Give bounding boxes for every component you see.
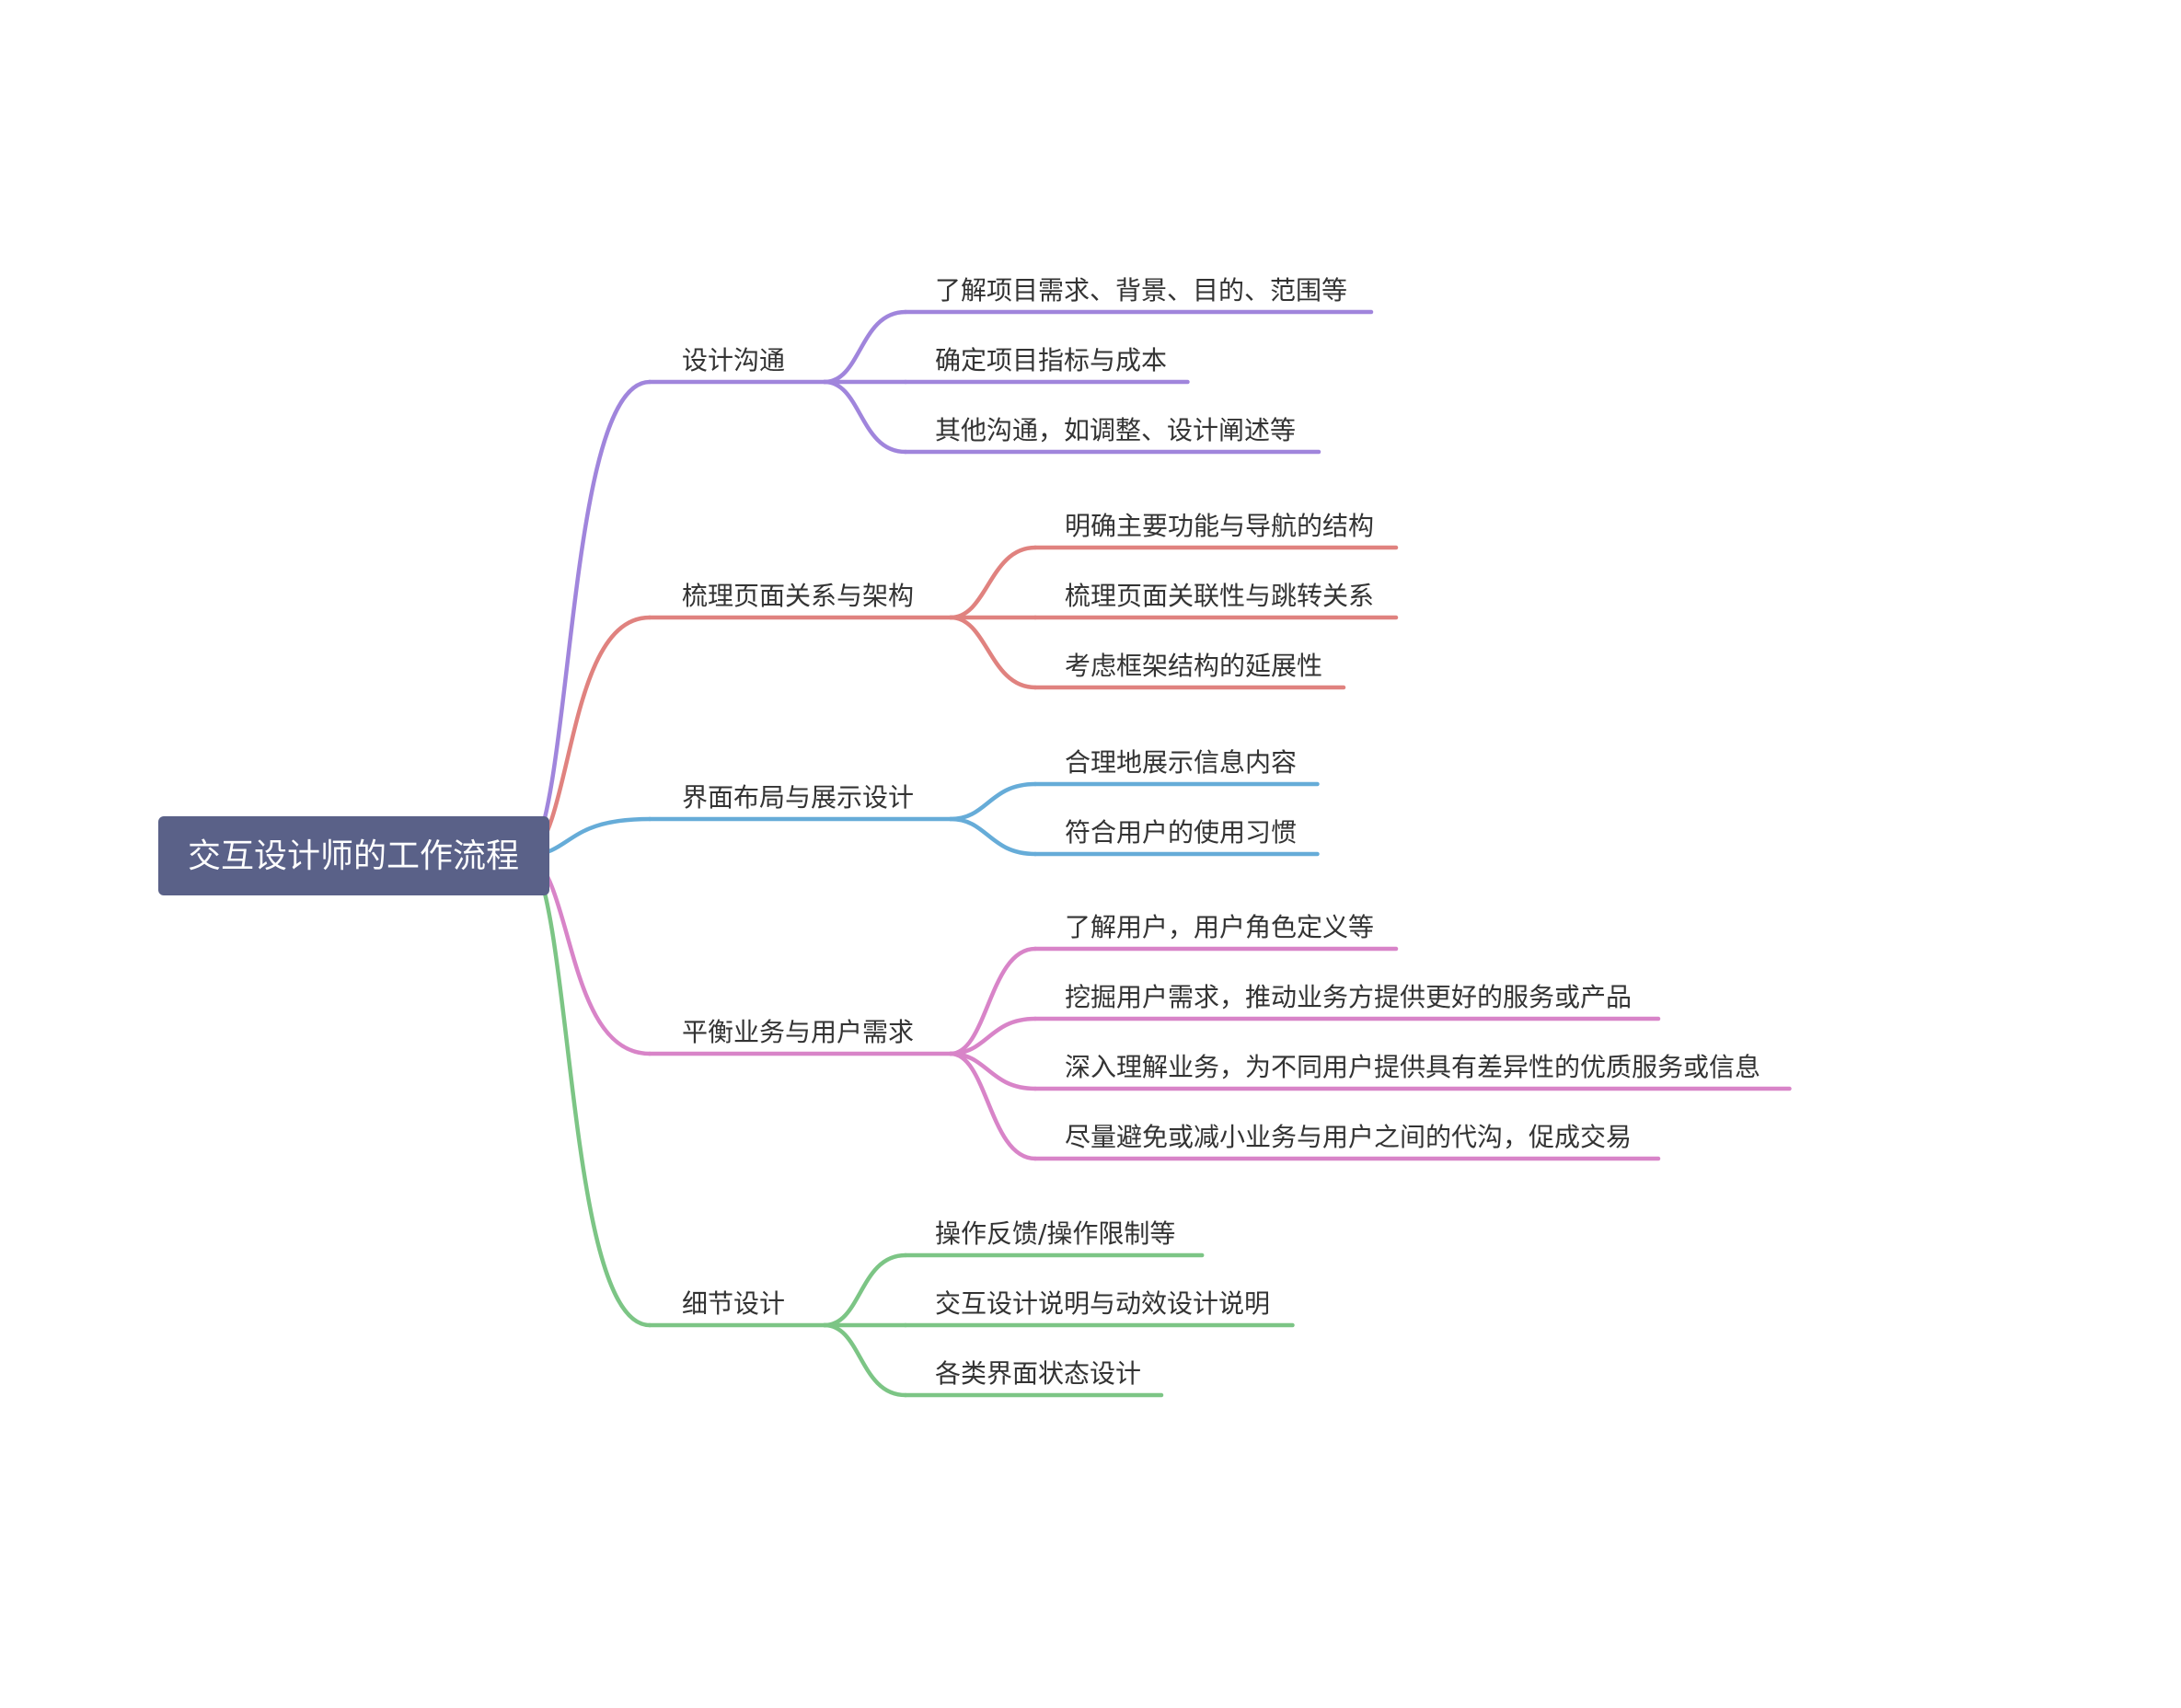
child-connector: [822, 309, 908, 385]
child-node-label[interactable]: 挖掘用户需求，推动业务方提供更好的服务或产品: [1065, 982, 1632, 1012]
child-connector: [948, 545, 1038, 620]
child-node-label[interactable]: 其他沟通，如调整、设计阐述等: [935, 415, 1296, 445]
child-connector: [948, 615, 1038, 690]
child-node-label[interactable]: 合理地展示信息内容: [1065, 747, 1297, 778]
root-node-label: 交互设计师的工作流程: [188, 837, 519, 875]
child-node-label[interactable]: 考虑框架结构的延展性: [1065, 651, 1322, 681]
branch-connector: [529, 853, 652, 1056]
child-connector: [822, 1252, 908, 1328]
child-node-label[interactable]: 确定项目指标与成本: [935, 345, 1167, 375]
child-node-label[interactable]: 交互设计说明与动效设计说明: [935, 1288, 1270, 1319]
child-connector: [948, 781, 1038, 822]
child-node-label[interactable]: 梳理页面关联性与跳转关系: [1065, 581, 1374, 611]
branch-node-label[interactable]: 平衡业务与用户需求: [682, 1017, 914, 1047]
child-node-label[interactable]: 操作反馈/操作限制等: [935, 1218, 1175, 1249]
node-layer: 设计沟通 了解项目需求、背景、目的、范围等确定项目指标与成本其他沟通，如调整、设计…: [682, 275, 1760, 1389]
branch-connector: [529, 853, 652, 1328]
root-node[interactable]: 交互设计师的工作流程: [158, 816, 549, 895]
child-node-label[interactable]: 明确主要功能与导航的结构: [1065, 511, 1374, 541]
child-connector: [948, 946, 1038, 1056]
connector-layer: [529, 309, 1792, 1398]
child-node-label[interactable]: 尽量避免或减小业务与用户之间的代沟，促成交易: [1065, 1122, 1632, 1152]
child-node-label[interactable]: 各类界面状态设计: [935, 1358, 1141, 1389]
child-connector: [822, 379, 908, 455]
branch-node-label[interactable]: 设计沟通: [682, 345, 785, 375]
child-node-label[interactable]: 了解项目需求、背景、目的、范围等: [935, 275, 1347, 306]
branch-node-label[interactable]: 细节设计: [682, 1288, 785, 1319]
child-connector: [948, 1051, 1038, 1161]
root-node-box: [158, 816, 549, 895]
child-node-label[interactable]: 符合用户的使用习惯: [1065, 817, 1297, 848]
child-connector: [822, 1322, 908, 1398]
branch-node-label[interactable]: 梳理页面关系与架构: [682, 581, 914, 611]
branch-node-label[interactable]: 界面布局与展示设计: [682, 782, 914, 813]
child-node-label[interactable]: 了解用户，用户角色定义等: [1065, 912, 1374, 942]
child-connector: [948, 1016, 1038, 1056]
child-node-label[interactable]: 深入理解业务，为不同用户提供具有差异性的优质服务或信息: [1065, 1052, 1760, 1082]
child-connector: [948, 816, 1038, 857]
branch-connector: [529, 379, 652, 859]
